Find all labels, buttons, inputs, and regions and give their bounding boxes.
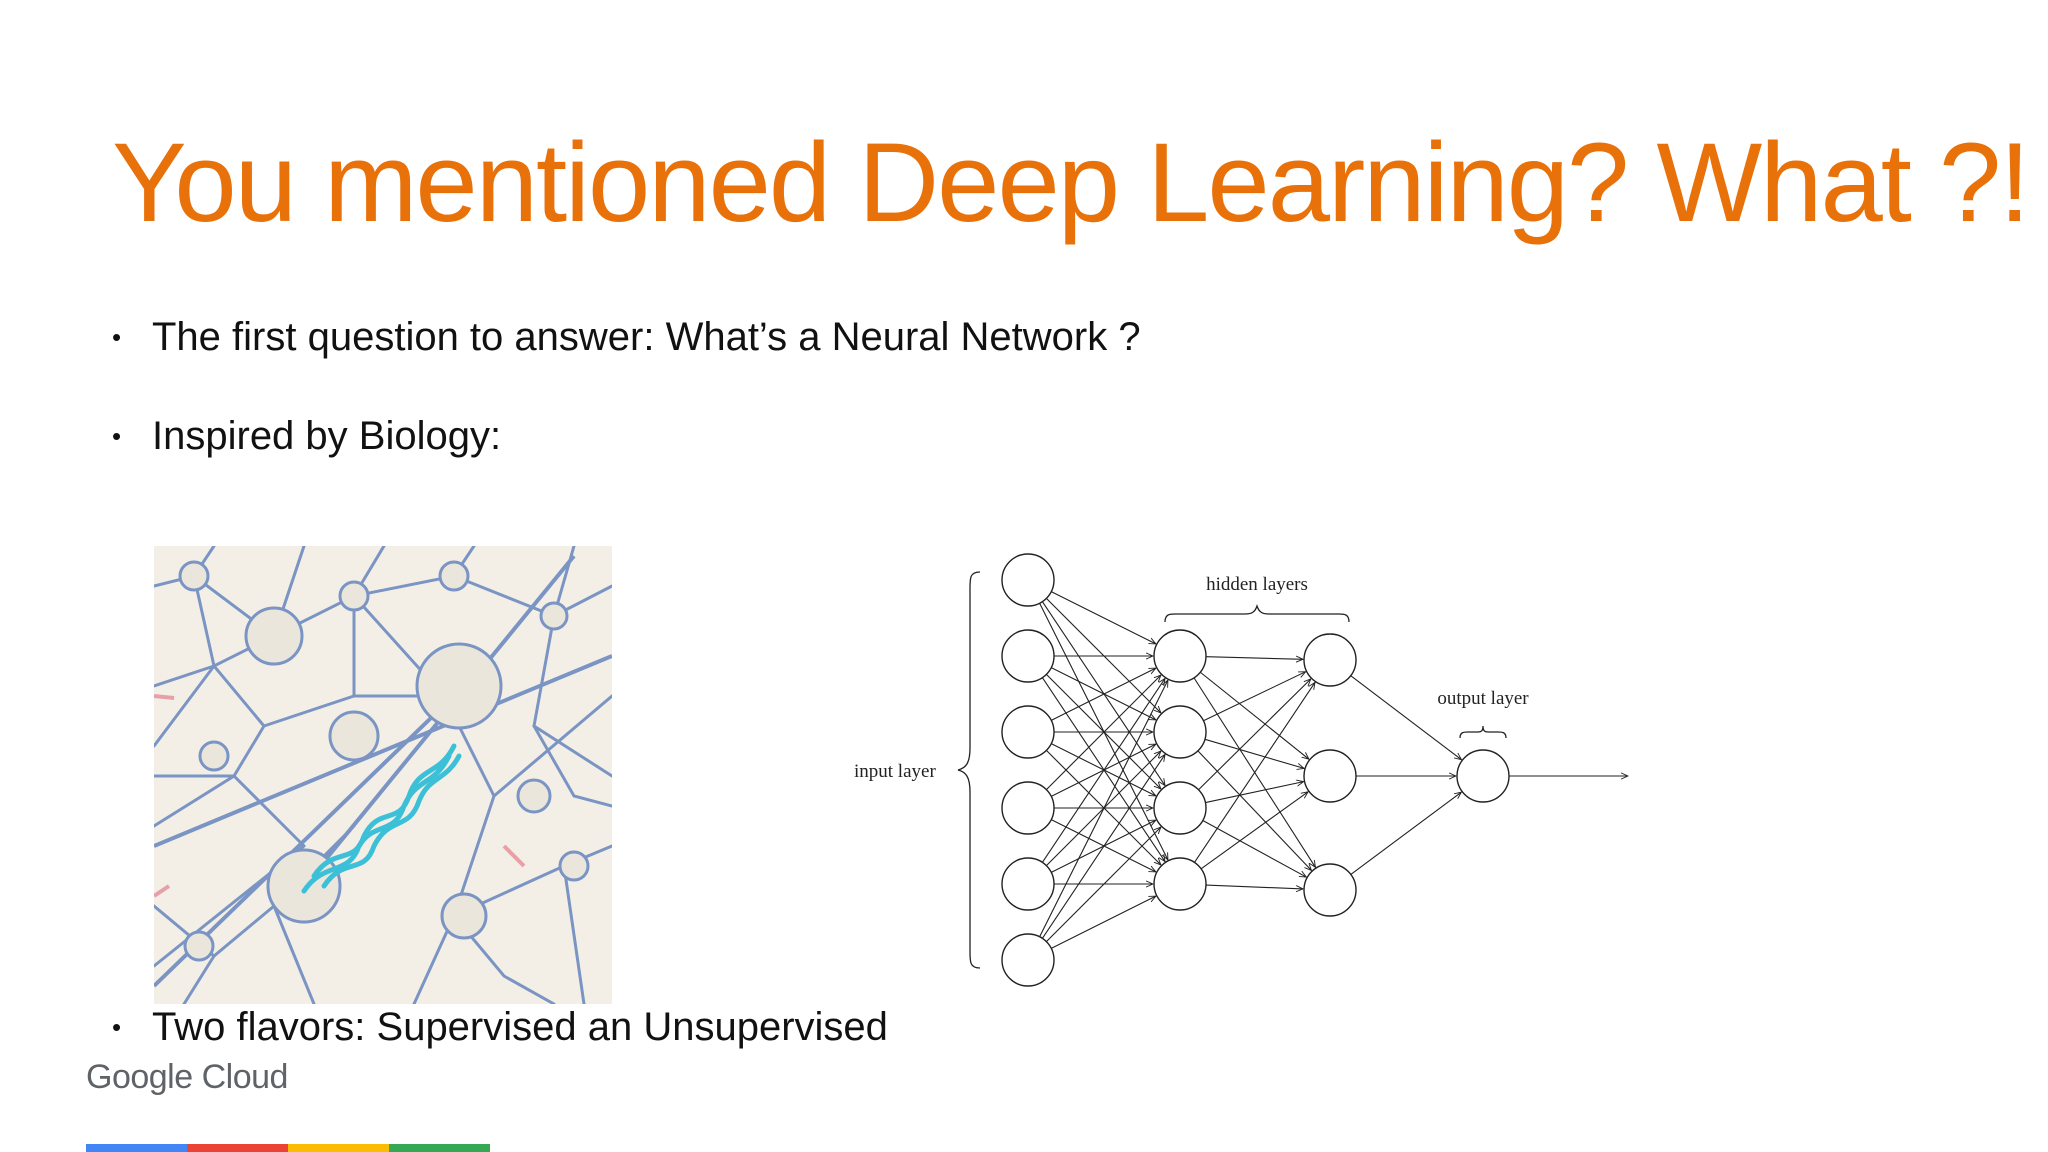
connection-edge xyxy=(1198,679,1311,791)
connection-edge xyxy=(1051,668,1156,721)
hidden-node xyxy=(1153,781,1207,835)
neuron-illustration xyxy=(154,546,612,1004)
hidden-node xyxy=(1153,629,1207,683)
bullet-item: • Two flavors: Supervised an Unsupervise… xyxy=(112,1005,888,1050)
connection-edge xyxy=(1045,827,1161,943)
connection-edge xyxy=(1197,750,1312,871)
connection-edge xyxy=(1350,792,1462,875)
color-segment xyxy=(86,1144,187,1152)
connection-edge xyxy=(1202,819,1306,877)
input-node xyxy=(1001,857,1055,911)
input-node xyxy=(1001,781,1055,835)
connection-edge xyxy=(1205,782,1303,804)
connection-edge xyxy=(1039,680,1168,937)
brand-color-bar xyxy=(86,1144,490,1152)
google-cloud-logo: Google Cloud xyxy=(86,1058,288,1096)
hidden-node xyxy=(1153,705,1207,759)
bullet-text: Two flavors: Supervised an Unsupervised xyxy=(152,1005,888,1049)
bullet-item: • The first question to answer: What’s a… xyxy=(112,315,1141,360)
connection-edge xyxy=(1041,678,1165,863)
slide-title: You mentioned Deep Learning? What ?! xyxy=(112,120,2030,245)
bullet-dot: • xyxy=(112,322,122,352)
connection-edge xyxy=(1203,671,1305,722)
output-layer-label: output layer xyxy=(1437,688,1529,709)
bullet-dot: • xyxy=(112,421,122,451)
input-brace xyxy=(957,571,981,969)
connection-edge xyxy=(1350,675,1462,760)
connection-edge xyxy=(1205,884,1303,889)
connection-edge xyxy=(1205,657,1303,660)
connection-edge xyxy=(1204,738,1304,768)
hidden-node xyxy=(1303,633,1357,687)
hidden-node xyxy=(1303,863,1357,917)
input-node xyxy=(1001,933,1055,987)
hidden-brace xyxy=(1164,603,1350,623)
input-node xyxy=(1001,705,1055,759)
bullet-dot: • xyxy=(112,1012,122,1042)
bullet-item: • Inspired by Biology: xyxy=(112,414,501,459)
connection-edge xyxy=(1041,754,1165,939)
color-segment xyxy=(288,1144,389,1152)
input-node xyxy=(1001,629,1055,683)
hidden-layers-label: hidden layers xyxy=(1206,574,1308,595)
connection-edge xyxy=(1045,675,1161,791)
hidden-node xyxy=(1303,749,1357,803)
input-layer-label: input layer xyxy=(854,761,936,782)
bullet-text: The first question to answer: What’s a N… xyxy=(152,315,1141,359)
output-node xyxy=(1456,749,1510,803)
hidden-node xyxy=(1153,857,1207,911)
connection-edge xyxy=(1051,896,1156,949)
color-segment xyxy=(187,1144,288,1152)
connection-edge xyxy=(1051,591,1156,644)
connection-edge xyxy=(1200,792,1308,870)
connection-edge xyxy=(1194,682,1315,863)
bullet-text: Inspired by Biology: xyxy=(152,414,502,458)
output-brace xyxy=(1459,725,1507,739)
color-segment xyxy=(389,1144,490,1152)
neural-network-diagram: hidden layers output layer input layer xyxy=(854,553,1640,987)
connection-edge xyxy=(1199,671,1309,759)
input-node xyxy=(1001,553,1055,607)
